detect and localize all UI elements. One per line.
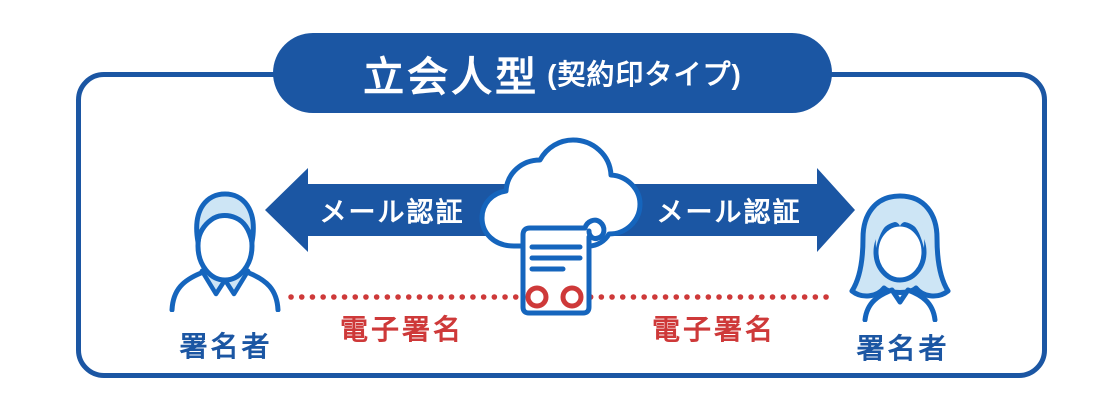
mail-auth-label-right: メール認証	[656, 197, 802, 228]
title-pill: 立会人型 (契約印タイプ)	[273, 33, 832, 113]
female-shoulders	[862, 287, 938, 322]
male-hair	[194, 191, 256, 245]
cloud-contract-document-icon	[479, 137, 643, 316]
male-signer-icon	[169, 191, 281, 312]
esign-label-right: 電子署名	[651, 314, 777, 345]
seal-stamp-icon	[560, 285, 584, 309]
signer-label-right: 署名者	[856, 333, 950, 364]
document-curl	[582, 217, 607, 241]
title-main: 立会人型	[363, 54, 540, 100]
female-face	[873, 221, 927, 283]
esign-label-left: 電子署名	[339, 314, 465, 345]
signer-label-left: 署名者	[179, 331, 273, 362]
mail-auth-label-left: メール認証	[319, 197, 465, 228]
female-hair-fringe	[875, 202, 925, 248]
female-signer-icon	[849, 193, 951, 322]
seal-stamp-icon	[525, 285, 549, 309]
title-sub: (契約印タイプ)	[547, 59, 742, 90]
